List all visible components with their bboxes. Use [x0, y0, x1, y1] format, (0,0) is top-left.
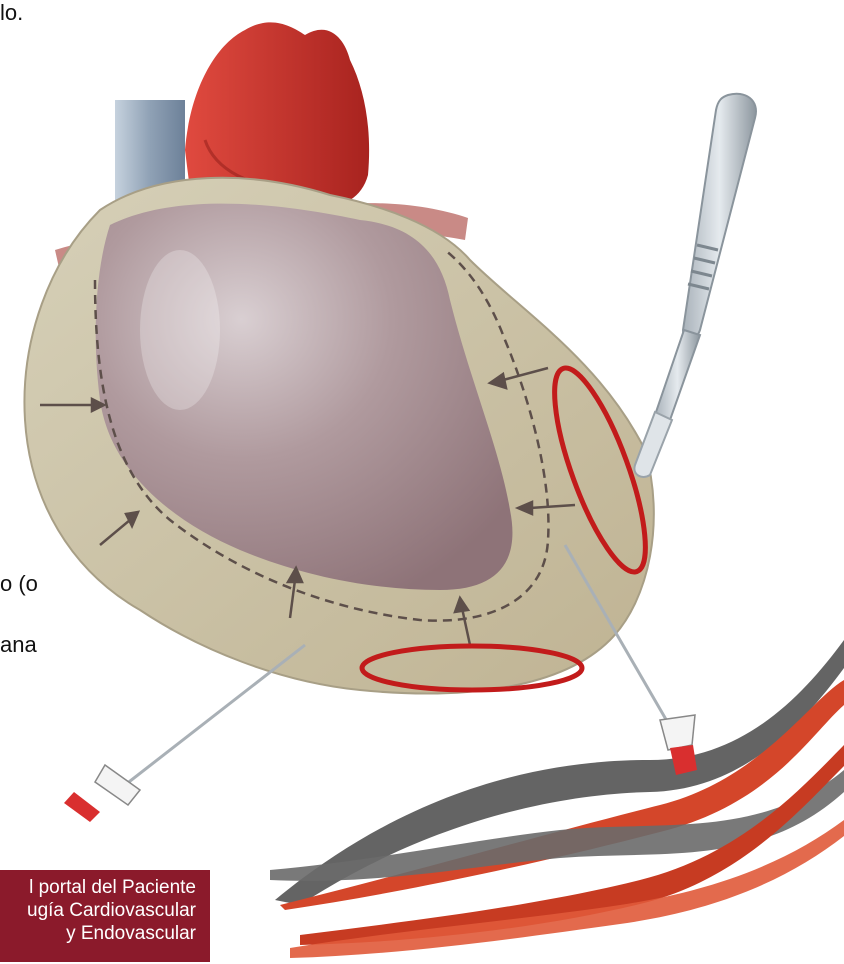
portal-banner-line3: y Endovascular [0, 922, 196, 945]
scalpel-icon [634, 94, 756, 477]
portal-banner: l portal del Paciente ugía Cardiovascula… [0, 870, 210, 962]
portal-banner-line2: ugía Cardiovascular [0, 899, 196, 922]
portal-banner-line1: l portal del Paciente [0, 876, 196, 899]
needle-left-icon [64, 645, 305, 822]
